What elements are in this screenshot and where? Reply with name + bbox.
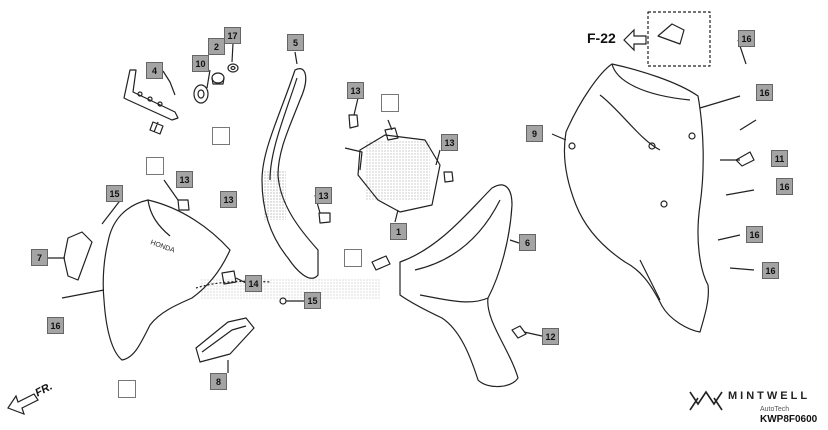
callout-6: 6 (519, 234, 536, 251)
callout-16-top: 16 (738, 30, 755, 47)
clip-12-part (511, 325, 527, 339)
drawing-code: KWP8F0600 (760, 414, 818, 425)
callout-12: 12 (542, 328, 559, 345)
callout-blank-bolt (146, 157, 164, 175)
nut-part (227, 63, 239, 73)
bracket-part (123, 69, 179, 121)
reference-arrow-icon (623, 28, 647, 52)
clip-part (443, 171, 454, 183)
leg-shield-part (563, 63, 709, 333)
callout-blank-inner (344, 249, 362, 267)
lens-cover-8-part (195, 317, 255, 363)
callout-8: 8 (210, 373, 227, 390)
inner-cover-part (399, 184, 519, 388)
callout-2: 2 (208, 38, 225, 55)
clip-part (177, 199, 190, 211)
clip-part (348, 114, 359, 129)
callout-15-left: 15 (106, 185, 123, 202)
reference-label: F-22 (587, 30, 616, 46)
callout-10: 10 (192, 55, 209, 72)
callout-16-left: 16 (47, 317, 64, 334)
callout-13-stay-top: 13 (347, 82, 364, 99)
callout-16-bottom: 16 (762, 262, 779, 279)
callout-13-front-mid: 13 (220, 191, 237, 208)
callout-17: 17 (224, 27, 241, 44)
callout-13-front-left: 13 (176, 171, 193, 188)
callout-13-stay-right: 13 (441, 134, 458, 151)
callout-16-lower: 16 (746, 226, 763, 243)
bolt-blank-part (371, 255, 391, 271)
callout-blank-cover (118, 380, 136, 398)
clip-part (318, 212, 331, 224)
callout-16-mid: 16 (776, 178, 793, 195)
callout-16-upper: 16 (756, 84, 773, 101)
watermark-brand: MINTWELL (728, 390, 811, 402)
side-cover-7-part (63, 231, 93, 281)
callout-5: 5 (287, 34, 304, 51)
watermark-sub: AutoTech (760, 406, 790, 413)
bolt-part (149, 121, 164, 135)
key-cover-part (647, 11, 711, 67)
callout-14: 14 (245, 275, 262, 292)
clip-14-part (221, 270, 237, 285)
bolt-11-part (735, 151, 755, 167)
callout-4: 4 (146, 62, 163, 79)
stay-part (344, 127, 441, 213)
callout-15-right: 15 (304, 292, 321, 309)
callout-1: 1 (390, 223, 407, 240)
svg-text:HONDA: HONDA (149, 239, 175, 254)
callout-11: 11 (771, 150, 788, 167)
front-cover-part: HONDA (102, 199, 380, 361)
front-arrow-icon (7, 393, 39, 416)
callout-blank-stay (381, 94, 399, 112)
callout-7: 7 (31, 249, 48, 266)
callout-9: 9 (526, 125, 543, 142)
collar-part (211, 72, 225, 85)
callout-blank-front-bolt (212, 127, 230, 145)
callout-13-bar: 13 (315, 187, 332, 204)
grommet-part (193, 84, 209, 104)
handle-cover-part (261, 68, 319, 279)
watermark-logo-icon (689, 390, 723, 411)
